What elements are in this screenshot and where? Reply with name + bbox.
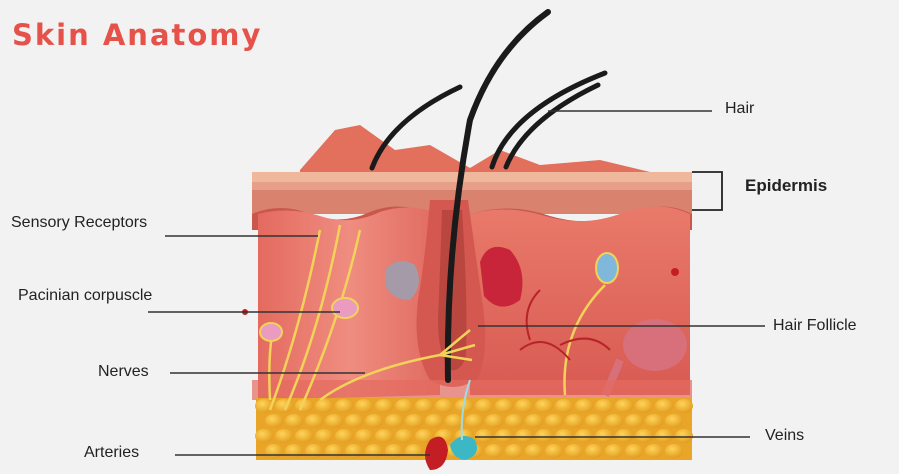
fat-cell [385, 414, 403, 428]
fat-cell [665, 414, 683, 428]
fat-cell [615, 429, 633, 443]
fat-cell [655, 399, 673, 413]
fat-cell [485, 444, 503, 458]
fat-cell [675, 399, 693, 413]
receptor-small [260, 323, 282, 341]
fat-cell [555, 429, 573, 443]
label-veins: Veins [765, 427, 804, 445]
fat-cell [625, 444, 643, 458]
label-nerves: Nerves [98, 363, 149, 381]
fat-cell [595, 399, 613, 413]
fat-cell [355, 429, 373, 443]
fat-cell [365, 444, 383, 458]
label-epidermis: Epidermis [745, 176, 827, 196]
fat-cell [475, 399, 493, 413]
fat-cell [585, 444, 603, 458]
fat-cell [295, 429, 313, 443]
fat-cell [475, 429, 493, 443]
fat-cell [275, 429, 293, 443]
fat-cell [335, 429, 353, 443]
fat-cell [335, 399, 353, 413]
fat-cell [315, 429, 333, 443]
fat-cell [365, 414, 383, 428]
fat-cell [545, 444, 563, 458]
fat-cell [625, 414, 643, 428]
fat-cell [525, 414, 543, 428]
label-hair-follicle: Hair Follicle [773, 317, 857, 335]
fat-cell [255, 429, 273, 443]
label-pacinian-corpuscle: Pacinian corpuscle [18, 287, 152, 305]
fat-cell [645, 414, 663, 428]
fat-cell [515, 429, 533, 443]
epidermis-mid-band [252, 182, 692, 190]
fat-cell [375, 429, 393, 443]
fat-cell [465, 414, 483, 428]
fat-cell [345, 444, 363, 458]
fat-cell [635, 429, 653, 443]
fat-cell [515, 399, 533, 413]
fat-cell [405, 414, 423, 428]
hair-shaft-right-1 [492, 73, 605, 167]
fat-cell [425, 414, 443, 428]
fat-cell [585, 414, 603, 428]
fat-cell [355, 399, 373, 413]
fat-cell [485, 414, 503, 428]
fat-cell [615, 399, 633, 413]
fat-cell [375, 399, 393, 413]
fat-cell [545, 414, 563, 428]
fat-cell [445, 414, 463, 428]
fat-cell [265, 444, 283, 458]
pacinian-corpuscle [332, 298, 358, 318]
fat-cell [505, 414, 523, 428]
fat-cell [495, 429, 513, 443]
fat-cell [605, 444, 623, 458]
fat-cell [655, 429, 673, 443]
fat-cell [285, 444, 303, 458]
epidermis-bracket [692, 172, 722, 210]
label-arteries: Arteries [84, 444, 139, 462]
fat-cell [535, 429, 553, 443]
fat-cell [595, 429, 613, 443]
fat-cell [555, 399, 573, 413]
fat-cell [605, 414, 623, 428]
fat-cell [575, 399, 593, 413]
label-sensory-receptors: Sensory Receptors [11, 214, 147, 232]
fat-cell [405, 444, 423, 458]
fat-cell [675, 429, 693, 443]
fat-cell [665, 444, 683, 458]
fat-cell [285, 414, 303, 428]
fat-cell [535, 399, 553, 413]
fat-cell [265, 414, 283, 428]
fat-cell [565, 444, 583, 458]
fat-cell [565, 414, 583, 428]
label-hair: Hair [725, 100, 754, 118]
fat-cell [395, 399, 413, 413]
fat-cell [575, 429, 593, 443]
fat-cell [275, 399, 293, 413]
fat-cell [315, 399, 333, 413]
fat-cell [385, 444, 403, 458]
fat-cell [525, 444, 543, 458]
fat-cell [435, 399, 453, 413]
epidermis-top-band [252, 172, 692, 182]
fat-cell [495, 399, 513, 413]
fat-cell [345, 414, 363, 428]
fat-cell [415, 399, 433, 413]
vessel-dot-right [671, 268, 679, 276]
fat-cell [325, 444, 343, 458]
fat-cell [635, 399, 653, 413]
fat-cell [305, 414, 323, 428]
fat-cell [395, 429, 413, 443]
fat-cell [505, 444, 523, 458]
receptor-blue [596, 253, 618, 283]
dermis-lower-band [252, 380, 692, 400]
fat-cell [325, 414, 343, 428]
fat-cell [645, 444, 663, 458]
fat-cell [305, 444, 323, 458]
